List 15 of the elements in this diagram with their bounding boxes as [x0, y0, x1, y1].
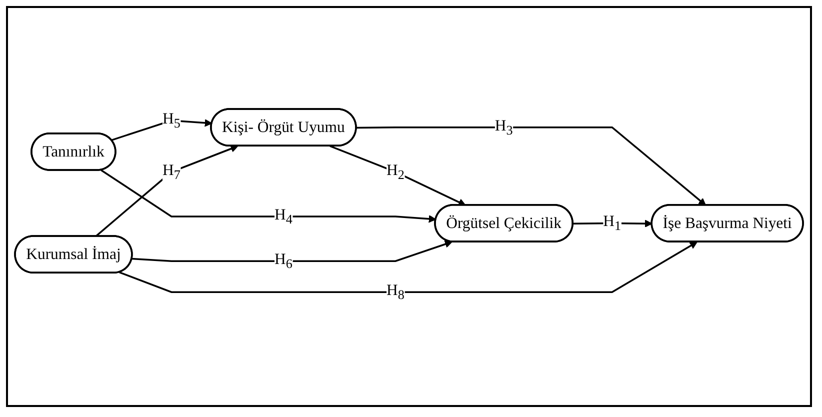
arrow [132, 240, 452, 262]
edge-label: H$_{5}$ [162, 110, 180, 132]
arrow [356, 126, 706, 206]
edge-label: H$_{8}$ [386, 281, 404, 303]
arrow [95, 145, 238, 238]
edge-label: H$_{2}$ [386, 161, 404, 183]
arrow [100, 170, 436, 223]
arrow [119, 242, 698, 294]
edge-label: H$_{3}$ [494, 116, 513, 138]
edge-label: H$_{7}$ [162, 161, 180, 183]
diagram-frame: H$_{3}$ H$_{2}$ H$_{1}$ H$_{5}$ H$_{4}$ H$_{7}$ H$_{6}$ H$_{8}$ Kişi- Örgüt Uyumu Örgütsel Çekicilik İşe Başvurma Niyeti Tanınırlık Kurumsal İmaj [6, 6, 812, 407]
edge-label: H$_{1}$ [603, 212, 622, 234]
edge-label: H$_{6}$ [274, 250, 292, 272]
edge-label: H$_{4}$ [274, 206, 292, 228]
arrow [330, 145, 466, 206]
